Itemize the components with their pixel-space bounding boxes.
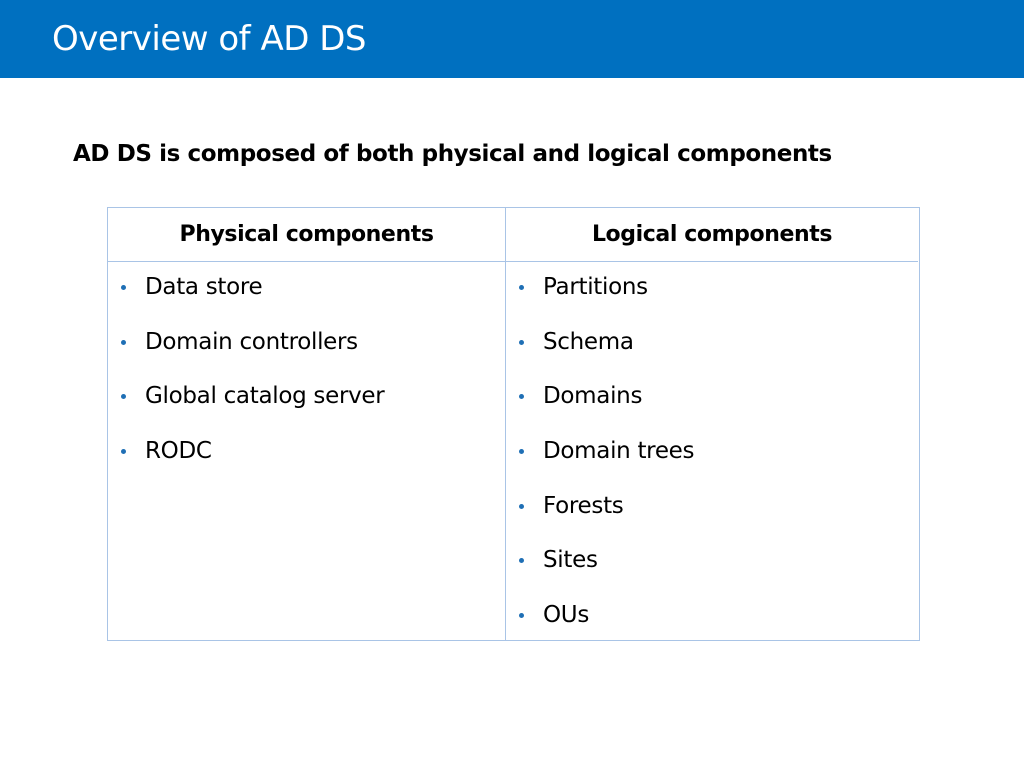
bullet-icon (121, 285, 126, 290)
list-item-text: Schema (543, 328, 634, 355)
list-item-text: Forests (543, 492, 624, 519)
list-item-text: Domain controllers (145, 328, 358, 355)
bullet-icon (121, 394, 126, 400)
list-item-text: Partitions (543, 274, 648, 300)
list-item-text: Global catalog server (145, 383, 385, 410)
list-item-text: RODC (145, 438, 212, 465)
title-bar: Overview of AD DS (0, 0, 1024, 78)
bullet-icon (519, 558, 524, 564)
list-item: Domain controllers (108, 325, 505, 380)
slide-title: Overview of AD DS (52, 19, 366, 59)
list-item: Data store (108, 270, 505, 325)
slide-subtitle: AD DS is composed of both physical and l… (73, 141, 832, 167)
logical-components-header: Logical components (506, 208, 918, 262)
bullet-icon (519, 394, 524, 400)
list-item: RODC (108, 434, 505, 489)
bullet-icon (519, 449, 524, 455)
list-item: OUs (506, 598, 918, 653)
list-item: Sites (506, 543, 918, 598)
bullet-icon (519, 285, 524, 290)
list-item-text: Domain trees (543, 438, 695, 465)
bullet-icon (519, 339, 524, 345)
list-item-text: Domains (543, 383, 643, 410)
bullet-icon (519, 503, 524, 509)
physical-components-header: Physical components (108, 208, 505, 262)
list-item: Partitions (506, 270, 918, 325)
bullet-icon (121, 449, 126, 455)
list-item: Global catalog server (108, 379, 505, 434)
bullet-icon (519, 613, 524, 619)
bullet-icon (121, 339, 126, 345)
list-item: Forests (506, 489, 918, 544)
list-item: Schema (506, 325, 918, 380)
list-item-text: Data store (145, 274, 263, 300)
list-item: Domains (506, 379, 918, 434)
list-item-text: Sites (543, 547, 598, 574)
list-item-text: OUs (543, 602, 590, 629)
list-item: Domain trees (506, 434, 918, 489)
